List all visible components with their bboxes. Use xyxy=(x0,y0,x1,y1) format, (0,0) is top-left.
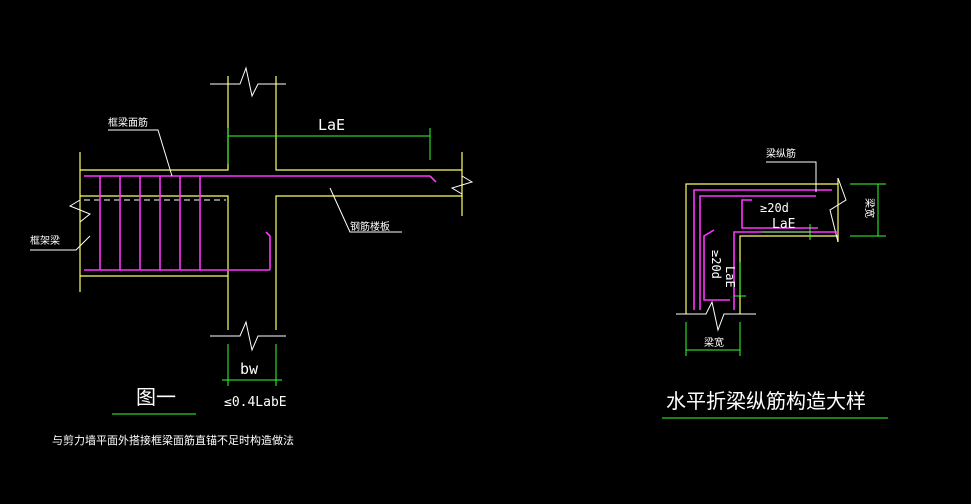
label-long-bar: 梁纵筋 xyxy=(766,147,796,160)
left-detail: 框梁面筋 框架梁 钢筋楼板 LaE bw ≤0.4LabE 图一 与剪力墙平面外… xyxy=(30,66,474,447)
outer-long-bar xyxy=(693,189,832,310)
left-caption: 与剪力墙平面外搭接框梁面筋直锚不足时构造做法 xyxy=(52,433,294,447)
inner-long-bar xyxy=(733,231,838,310)
right-detail: 梁纵筋 梁宽 梁宽 ≥20d LaE ≥20d LaE 水平折梁纵筋构造大样 xyxy=(662,147,888,419)
dim-bottom-width xyxy=(685,322,741,356)
dim-lae-v xyxy=(734,262,746,297)
dim-lae-line xyxy=(227,128,431,164)
dim-20d-h: ≥20d xyxy=(760,201,789,215)
outer-long-bar-2 xyxy=(699,195,816,310)
break-line-top xyxy=(210,66,286,98)
dim-anchor-text: ≤0.4LabE xyxy=(224,395,287,410)
stirrups xyxy=(99,176,201,270)
label-top-bar: 框梁面筋 xyxy=(108,116,148,129)
bent-beam-outer xyxy=(685,183,838,314)
dim-lae-h xyxy=(762,224,811,240)
label-width-bottom: 梁宽 xyxy=(704,336,724,349)
break-line-right xyxy=(450,175,474,195)
bottom-bar-anchor xyxy=(265,231,271,270)
label-frame-beam: 框架梁 xyxy=(30,234,60,247)
dim-bw-text: bw xyxy=(240,360,259,378)
anchored-bar-v xyxy=(703,229,730,301)
dim-lae-v-text: LaE xyxy=(723,266,737,288)
leader-frame-beam xyxy=(30,235,91,251)
break-line-right-detail-bottom xyxy=(676,300,756,332)
top-bar-hook xyxy=(429,175,437,183)
leader-long-bar xyxy=(766,161,817,192)
label-width-right: 梁宽 xyxy=(863,198,876,218)
anchored-bar-h xyxy=(741,199,818,229)
right-title: 水平折梁纵筋构造大样 xyxy=(666,389,866,413)
figure-number: 图一 xyxy=(136,385,176,409)
break-line-left xyxy=(68,199,91,223)
break-line-right-detail-side xyxy=(829,177,847,243)
dim-lae-h-text: LaE xyxy=(772,217,795,232)
leader-top-bar xyxy=(108,129,173,177)
dim-right-width xyxy=(850,183,886,237)
wall-right-lower xyxy=(275,195,462,330)
label-slab: 钢筋楼板 xyxy=(350,220,390,233)
bent-beam-inner xyxy=(739,235,838,314)
break-line-bottom xyxy=(210,320,286,352)
dim-20d-v: ≥20d xyxy=(709,250,723,279)
beam-outline-bottom xyxy=(80,195,229,330)
dim-lae-text: LaE xyxy=(318,116,345,134)
beam-outline-top xyxy=(80,76,229,171)
wall-right-upper xyxy=(275,76,462,171)
leader-slab xyxy=(329,187,402,233)
dim-bw-line xyxy=(222,344,282,386)
